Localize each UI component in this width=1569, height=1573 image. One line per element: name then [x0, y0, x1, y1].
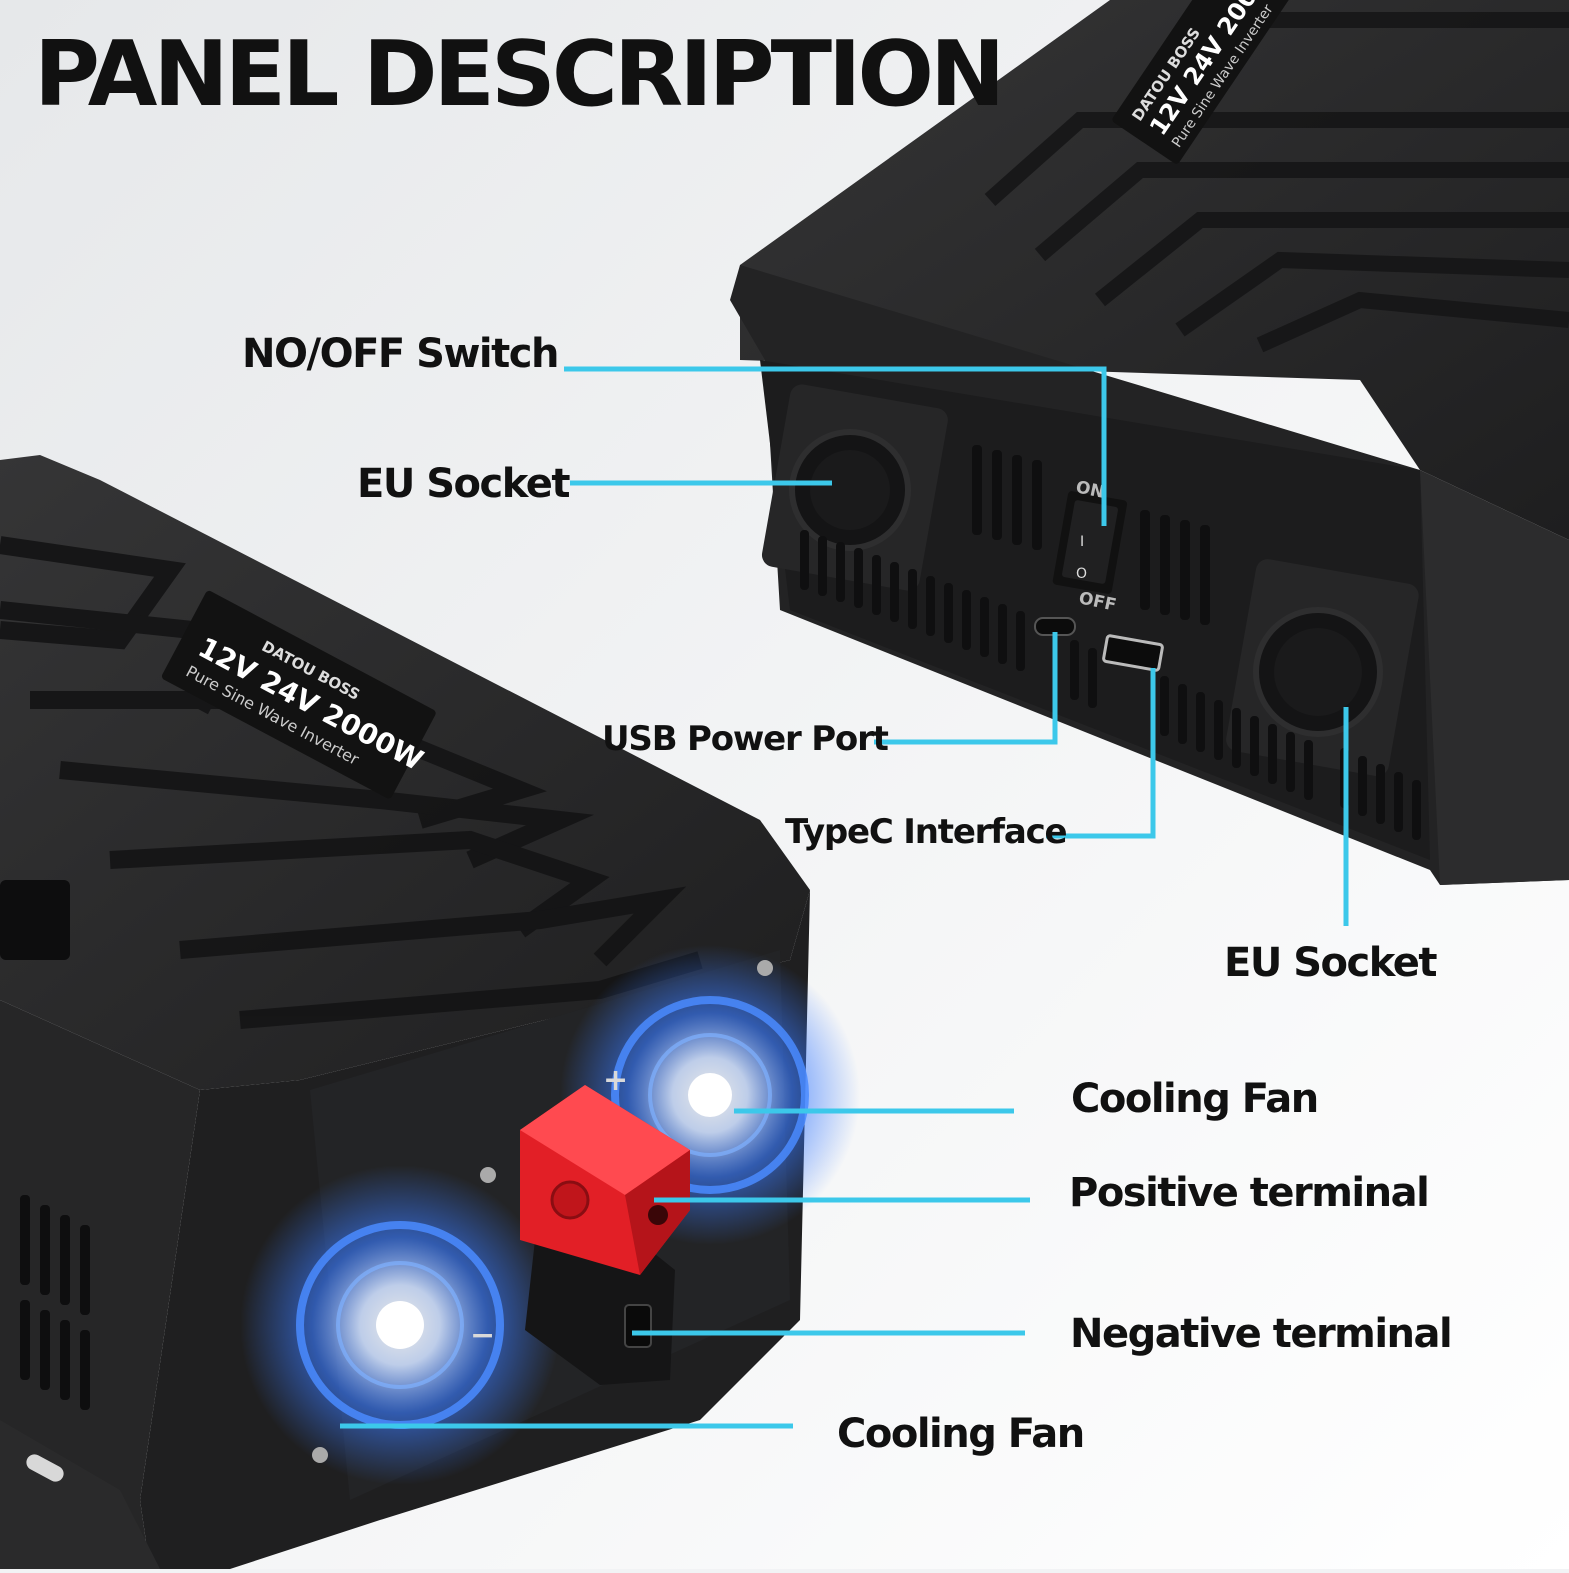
callout-typec: TypeC Interface: [785, 812, 1068, 852]
callout-cooling-fan-bottom: Cooling Fan: [837, 1411, 1085, 1457]
usb-port-icon: [1102, 634, 1164, 672]
bottom-inverter: DATOU BOSS 12V 24V 2000W Pure Sine Wave …: [0, 455, 860, 1569]
minus-mark: −: [470, 1318, 495, 1353]
leader-usb-port: [874, 632, 1058, 745]
callout-switch: NO/OFF Switch: [242, 331, 559, 377]
callout-positive-terminal: Positive terminal: [1069, 1170, 1430, 1216]
switch-one-mark: I: [1080, 534, 1084, 550]
leader-switch: [564, 366, 1107, 526]
leader-lines: [340, 366, 1349, 1429]
top-inverter: ON OFF I O DATOU BOSS 12V 24V 2000W Pure…: [730, 0, 1569, 885]
switch-zero-mark: O: [1076, 566, 1087, 582]
callout-usb-port: USB Power Port: [602, 719, 889, 759]
callout-eu-socket-right: EU Socket: [1224, 940, 1438, 986]
plus-mark: +: [603, 1063, 628, 1098]
negative-terminal-block: [525, 1240, 675, 1385]
callout-cooling-fan-right: Cooling Fan: [1071, 1076, 1319, 1122]
leader-typec: [1046, 668, 1156, 839]
callout-negative-terminal: Negative terminal: [1070, 1311, 1453, 1357]
page-title: PANEL DESCRIPTION: [34, 22, 1005, 127]
callout-eu-socket-top: EU Socket: [357, 461, 571, 507]
